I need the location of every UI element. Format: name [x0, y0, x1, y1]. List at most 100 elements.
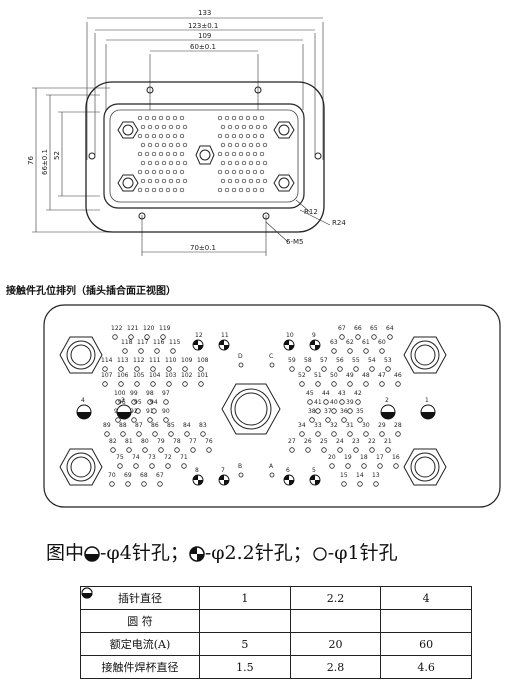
drawing-pin-dot	[179, 187, 185, 193]
drawing-pin-dot	[220, 142, 226, 148]
small-pin	[238, 362, 244, 368]
small-pin	[331, 408, 337, 414]
drawing-pin-dot	[217, 133, 223, 139]
pin-label: 107	[101, 372, 113, 379]
small-pin	[331, 431, 337, 437]
drawing-pin-dot	[140, 178, 146, 184]
pin-label: 21	[384, 438, 392, 445]
drawing-pin-dot	[224, 151, 230, 157]
drawing-pin-dot	[144, 115, 150, 121]
drawing-pin-dot	[158, 187, 164, 193]
small-pin	[289, 447, 295, 453]
drawing-pin-dot	[165, 169, 171, 175]
section-title: 接触件孔位排列（插头插合面正视图）	[6, 286, 176, 297]
legend-item-4mm: -φ4针孔；	[100, 542, 189, 564]
drawing-pin-dot	[248, 124, 254, 130]
small-pin	[357, 417, 363, 423]
pin-label: 42	[354, 390, 362, 397]
pin-label: 59	[288, 357, 296, 364]
drawing-pin-dot	[227, 160, 233, 166]
drawing-pin-dot	[172, 115, 178, 121]
small-pin	[150, 381, 156, 387]
pin-label: 32	[330, 422, 338, 429]
small-pin	[339, 399, 345, 405]
pin-label: 99	[130, 390, 138, 397]
drawing-pin-dot	[172, 169, 178, 175]
small-pin	[353, 447, 359, 453]
small-pin	[347, 408, 353, 414]
drawing-pin-dot	[234, 124, 240, 130]
drawing-pin-dot	[255, 178, 261, 184]
pin-label: 94	[150, 399, 158, 406]
drawing-pin-dot	[147, 124, 153, 130]
pin-label: 87	[135, 422, 143, 429]
front-view-outline	[43, 304, 501, 508]
table-row: 接触件焊杯直径 1.5 2.8 4.6	[80, 655, 472, 679]
small-pin	[347, 381, 353, 387]
small-pin	[136, 431, 142, 437]
drawing-pin-dot	[182, 160, 188, 166]
drawing-pin-dot	[259, 151, 265, 157]
pin-label: 50	[330, 372, 338, 379]
small-pin	[347, 348, 353, 354]
drawing-pin-dot	[217, 151, 223, 157]
row-label: 圆 符	[80, 609, 200, 633]
small-pin	[125, 481, 131, 487]
drawing-pin-dot	[255, 124, 261, 130]
table-cell	[81, 587, 382, 633]
drawing-pin-dot	[231, 115, 237, 121]
drawing-pin-dot	[245, 169, 251, 175]
drawing-pin-dot	[234, 142, 240, 148]
drawing-pin-dot	[220, 160, 226, 166]
drawing-pin-dot	[255, 142, 261, 148]
small-pin	[307, 399, 313, 405]
small-pin	[329, 463, 335, 469]
pin-label: 63	[330, 339, 338, 346]
drawing-pin-dot	[158, 151, 164, 157]
small-pin	[154, 348, 160, 354]
pin-label: 25	[320, 438, 328, 445]
drawing-pin-dot	[227, 124, 233, 130]
drawing-pin-dot	[172, 187, 178, 193]
small-pin	[182, 366, 188, 372]
half-filled-circle-icon	[84, 546, 100, 562]
drawing-pin-dot	[144, 169, 150, 175]
drawing-pin-dot	[154, 160, 160, 166]
table-cell: 20	[289, 632, 382, 656]
table-cell: 2.8	[289, 655, 382, 679]
drawing-pin-dot	[137, 151, 143, 157]
small-pin	[379, 348, 385, 354]
small-pin	[141, 481, 147, 487]
drawing-pin-dot	[161, 124, 167, 130]
pin-label: 106	[117, 372, 129, 379]
drawing-pin-dot	[231, 169, 237, 175]
small-pin	[131, 417, 137, 423]
dim-r24: R24	[332, 219, 346, 227]
small-pin	[134, 366, 140, 372]
pin-label: 9	[312, 332, 316, 339]
drawing-pin-dot	[231, 151, 237, 157]
small-pin	[151, 408, 157, 414]
pin-label: 54	[368, 357, 376, 364]
pin-label: 64	[386, 325, 394, 332]
drawing-pin-dot	[231, 187, 237, 193]
pin-label: 112	[133, 357, 145, 364]
pin-label: 100	[114, 390, 126, 397]
pin-label: 30	[362, 422, 370, 429]
drawing-pin-dot	[168, 178, 174, 184]
dim-109: 109	[198, 32, 211, 40]
small-pin	[373, 481, 379, 487]
small-pin	[337, 447, 343, 453]
pin-label: 12	[195, 332, 203, 339]
pin-label: 114	[101, 357, 113, 364]
small-pin	[157, 481, 163, 487]
drawing-pin-dot	[248, 142, 254, 148]
pin-label: 23	[352, 438, 360, 445]
small-pin	[158, 447, 164, 453]
drawing-pin-dot	[248, 178, 254, 184]
small-pin	[198, 366, 204, 372]
small-pin	[190, 447, 196, 453]
pin-label: 22	[368, 438, 376, 445]
small-pin	[166, 366, 172, 372]
